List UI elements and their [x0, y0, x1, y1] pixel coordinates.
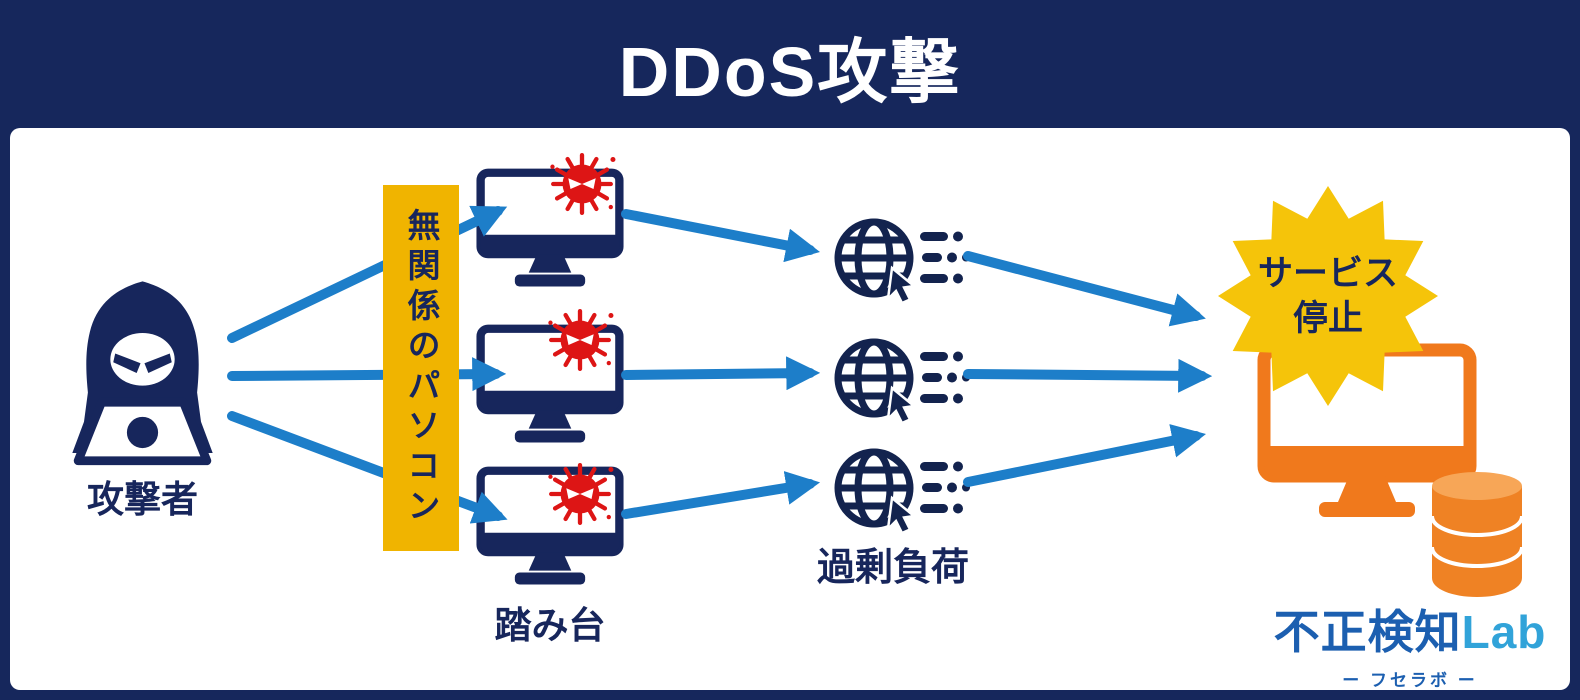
virus-icon — [548, 309, 614, 371]
globe-speed-icon — [834, 448, 970, 535]
service-stop-line1: サービス — [1257, 253, 1398, 293]
attack-arrows — [227, 205, 1213, 524]
virus-icon — [548, 463, 614, 525]
arrow-globe1-server — [963, 251, 1206, 327]
globe-speed-icon — [834, 338, 970, 425]
arrow-globe3-server — [963, 424, 1206, 487]
hacker-icon — [72, 281, 213, 466]
attacker-label: 攻撃者 — [87, 479, 198, 520]
globe-speed-icon — [834, 218, 970, 305]
unrelated-pc-banner: 無関係のパソコン — [383, 185, 459, 551]
overload-label: 過剰負荷 — [816, 547, 969, 589]
brand-logo-main: 不正検知 — [1273, 606, 1462, 658]
diagram-panel: 無関係のパソコン — [10, 128, 1570, 690]
virus-icon — [550, 153, 616, 215]
burst-shape — [1218, 186, 1438, 406]
database-icon — [1430, 472, 1524, 597]
brand-logo-text: 不正検知Lab — [1250, 596, 1570, 662]
service-stop-label: サービス 停止 — [1218, 186, 1438, 406]
arrow-pc1-globe1 — [621, 209, 821, 263]
unrelated-pc-banner-label: 無関係のパソコン — [403, 208, 440, 528]
arrow-globe2-server — [963, 358, 1213, 393]
pc-monitor-icon — [476, 168, 624, 287]
service-stop-line2: 停止 — [1292, 299, 1363, 338]
arrow-pc2-globe2 — [621, 356, 821, 391]
brand-logo-accent: Lab — [1461, 606, 1547, 658]
page-title: DDoS攻撃 — [618, 33, 962, 111]
stepping-stone-label: 踏み台 — [494, 605, 606, 646]
arrow-pc3-globe3 — [621, 471, 821, 519]
brand-logo: 不正検知Lab ー フセラボ ー — [1250, 596, 1570, 691]
brand-logo-subtext: ー フセラボ ー — [1342, 671, 1478, 690]
pc-monitor-icon — [476, 324, 624, 443]
